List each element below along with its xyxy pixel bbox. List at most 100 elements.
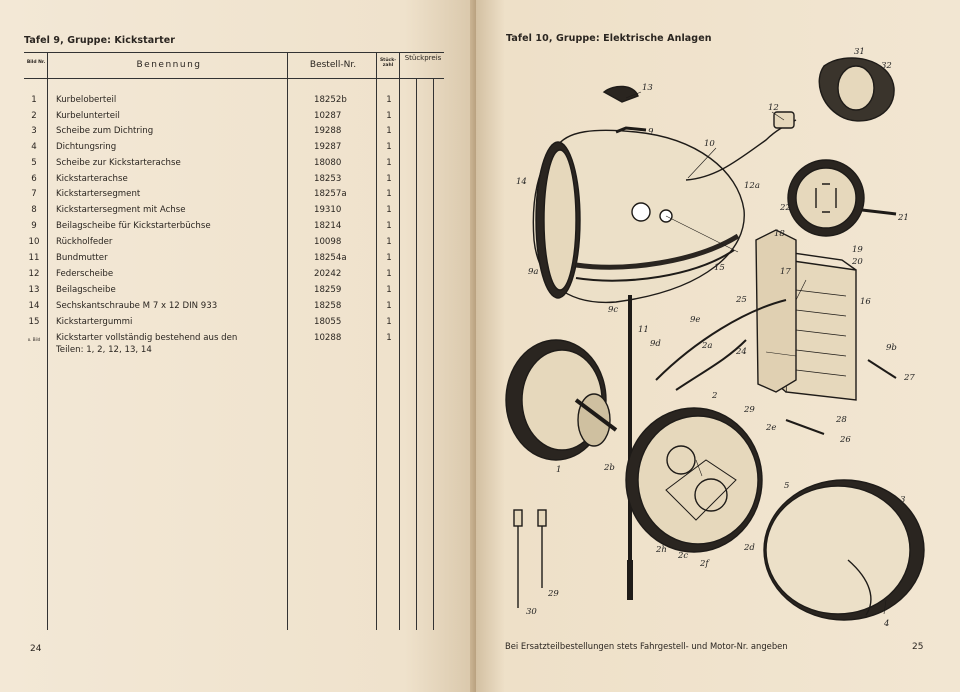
row-order-number: 10288 <box>314 333 342 343</box>
callout-label: 4 <box>883 619 889 629</box>
table-row: 7 Kickstartersegment 18257a 1 <box>24 189 444 205</box>
row-order-number: 18252b <box>314 95 347 105</box>
table-row-complete-kickstarter: o. Bild Kickstarter vollständig bestehen… <box>24 333 444 363</box>
row-number: 3 <box>31 126 37 136</box>
row-number: 1 <box>31 95 37 105</box>
battery <box>755 229 857 401</box>
row-number: 7 <box>31 189 37 199</box>
table-col-divider <box>47 52 48 630</box>
table-col-divider <box>416 78 417 630</box>
row-name: Beilagscheibe für Kickstarterbüchse <box>56 221 211 231</box>
callout-labels: 31 32 13 12 9 10 12a 14 22 21 18 19 20 1… <box>516 47 915 629</box>
row-name: Kickstartersegment <box>56 189 141 199</box>
callout-label: 2e <box>765 423 776 433</box>
row-quantity: 1 <box>386 205 392 215</box>
callout-label: 21 <box>897 213 909 223</box>
row-number: 2 <box>31 111 37 121</box>
callout-label: 18 <box>774 229 785 239</box>
row-number: 9 <box>31 221 37 231</box>
left-page: Tafel 9, Gruppe: Kickstarter Bild Nr. Be… <box>0 0 476 692</box>
callout-label: 31 <box>854 47 865 57</box>
row-order-number: 18254a <box>314 253 347 263</box>
callout-label: 10 <box>704 139 715 149</box>
row-name: Dichtungsring <box>56 142 117 152</box>
row-name: Scheibe zum Dichtring <box>56 126 154 136</box>
row-quantity: 1 <box>386 111 392 121</box>
row-order-number: 20242 <box>314 269 342 279</box>
header-stueckzahl: Stück-zahl <box>379 58 397 68</box>
row-name: Kurbelunterteil <box>56 111 120 121</box>
callout-label: 11 <box>638 325 649 335</box>
callout-label: 2 <box>711 391 717 401</box>
table-col-divider <box>399 52 400 630</box>
row-order-number: 18259 <box>314 285 342 295</box>
table-row: 3 Scheibe zum Dichtring 19288 1 <box>24 126 444 142</box>
callout-label: 12a <box>744 181 760 191</box>
row-quantity: 1 <box>386 189 392 199</box>
table-row: 14 Sechskantschraube M 7 x 12 DIN 933 18… <box>24 301 444 317</box>
row-order-number: 18055 <box>314 317 342 327</box>
row-quantity: 1 <box>386 253 392 263</box>
horn <box>787 159 897 237</box>
table-header-rule <box>24 78 444 79</box>
callout-label: 2b <box>603 463 615 473</box>
table-row: 1 Kurbeloberteil 18252b 1 <box>24 95 444 111</box>
callout-label: 20 <box>851 257 863 267</box>
table-col-divider <box>287 52 288 630</box>
callout-label: 9a <box>528 267 538 277</box>
row-name: Kurbeloberteil <box>56 95 117 105</box>
table-row: 4 Dichtungsring 19287 1 <box>24 142 444 158</box>
row-name: Kickstartersegment mit Achse <box>56 205 186 215</box>
row-quantity: 1 <box>386 333 392 343</box>
callout-label: 9c <box>608 305 618 315</box>
row-number: 4 <box>31 142 37 152</box>
header-stueckpreis: Stückpreis <box>404 54 442 62</box>
row-name: Sechskantschraube M 7 x 12 DIN 933 <box>56 301 218 311</box>
row-number: o. Bild <box>27 337 41 342</box>
table-row: 6 Kickstarterachse 18253 1 <box>24 174 444 190</box>
row-order-number: 19310 <box>314 205 342 215</box>
row-order-number: 18214 <box>314 221 342 231</box>
footer-note: Bei Ersatzteilbestellungen stets Fahrges… <box>505 641 788 651</box>
callout-label: 28 <box>835 415 847 425</box>
callout-label: 15 <box>714 263 725 273</box>
table-row: 10 Rückholfeder 10098 1 <box>24 237 444 253</box>
row-quantity: 1 <box>386 237 392 247</box>
row-quantity: 1 <box>386 301 392 311</box>
row-number: 6 <box>31 174 37 184</box>
row-name: Bundmutter <box>56 253 108 263</box>
row-order-number: 18080 <box>314 158 342 168</box>
callout-label: 1 <box>556 465 561 475</box>
callout-label: 3 <box>900 495 905 505</box>
row-quantity: 1 <box>386 285 392 295</box>
row-quantity: 1 <box>386 158 392 168</box>
callout-label: 9 <box>648 127 654 137</box>
callout-label: 2d <box>743 543 755 553</box>
flywheel-rotor <box>505 339 618 461</box>
parts-table: Bild Nr. Benennung Bestell-Nr. Stück-zah… <box>24 52 444 630</box>
row-name: Federscheibe <box>56 269 114 279</box>
table-col-divider <box>433 78 434 630</box>
row-name: Beilagscheibe <box>56 285 116 295</box>
row-number: 13 <box>28 285 40 295</box>
row-order-number: 18258 <box>314 301 342 311</box>
callout-label: 2a <box>701 341 712 351</box>
table-row: 12 Federscheibe 20242 1 <box>24 269 444 285</box>
callout-label: 2c <box>677 551 688 561</box>
callout-label: 27 <box>903 373 915 383</box>
table-col-divider <box>376 52 377 630</box>
table-row: 8 Kickstartersegment mit Achse 19310 1 <box>24 205 444 221</box>
row-number: 12 <box>28 269 40 279</box>
stator-plate <box>625 407 763 553</box>
row-order-number: 19288 <box>314 126 342 136</box>
callout-label: 9e <box>690 315 700 325</box>
left-page-number: 24 <box>30 644 42 654</box>
table-row: 2 Kurbelunterteil 10287 1 <box>24 111 444 127</box>
table-row: 13 Beilagscheibe 18259 1 <box>24 285 444 301</box>
headlamp-housing <box>532 126 745 304</box>
header-bestell-nr: Bestell-Nr. <box>309 60 357 70</box>
row-number: 8 <box>31 205 37 215</box>
callout-label: 32 <box>881 61 892 71</box>
callout-label: 29 <box>743 405 755 415</box>
row-number: 5 <box>31 158 37 168</box>
